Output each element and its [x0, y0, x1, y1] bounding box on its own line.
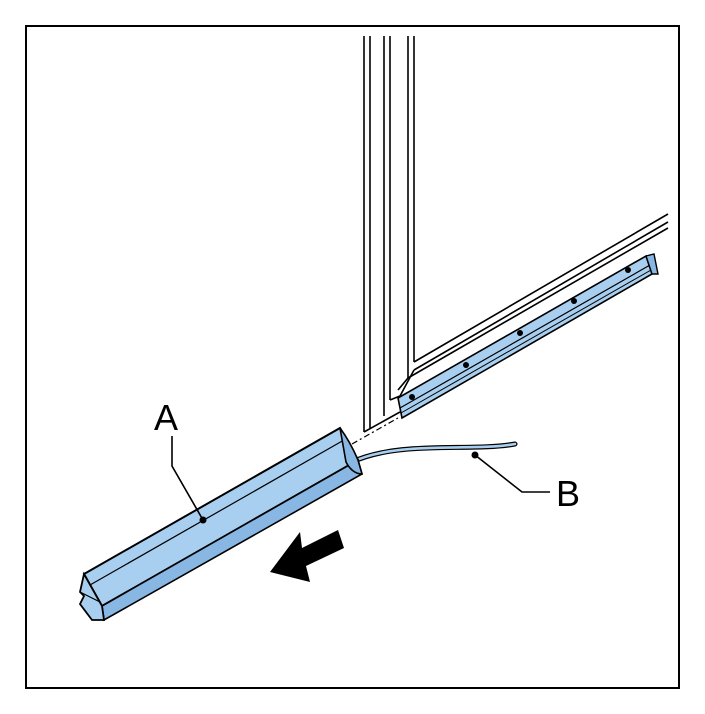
callout-label-a: A: [154, 397, 178, 438]
door-glass-edges: [397, 213, 669, 397]
leader-a: [171, 436, 207, 524]
cord-b: [349, 441, 518, 465]
alignment-line: [351, 417, 399, 445]
mounted-seal-rail: [397, 253, 659, 420]
seal-strip-a: [78, 426, 364, 622]
leader-b: [471, 451, 550, 493]
door-frame: [363, 36, 415, 433]
arrow-left-icon: [270, 530, 344, 582]
callout-label-b: B: [556, 473, 580, 514]
